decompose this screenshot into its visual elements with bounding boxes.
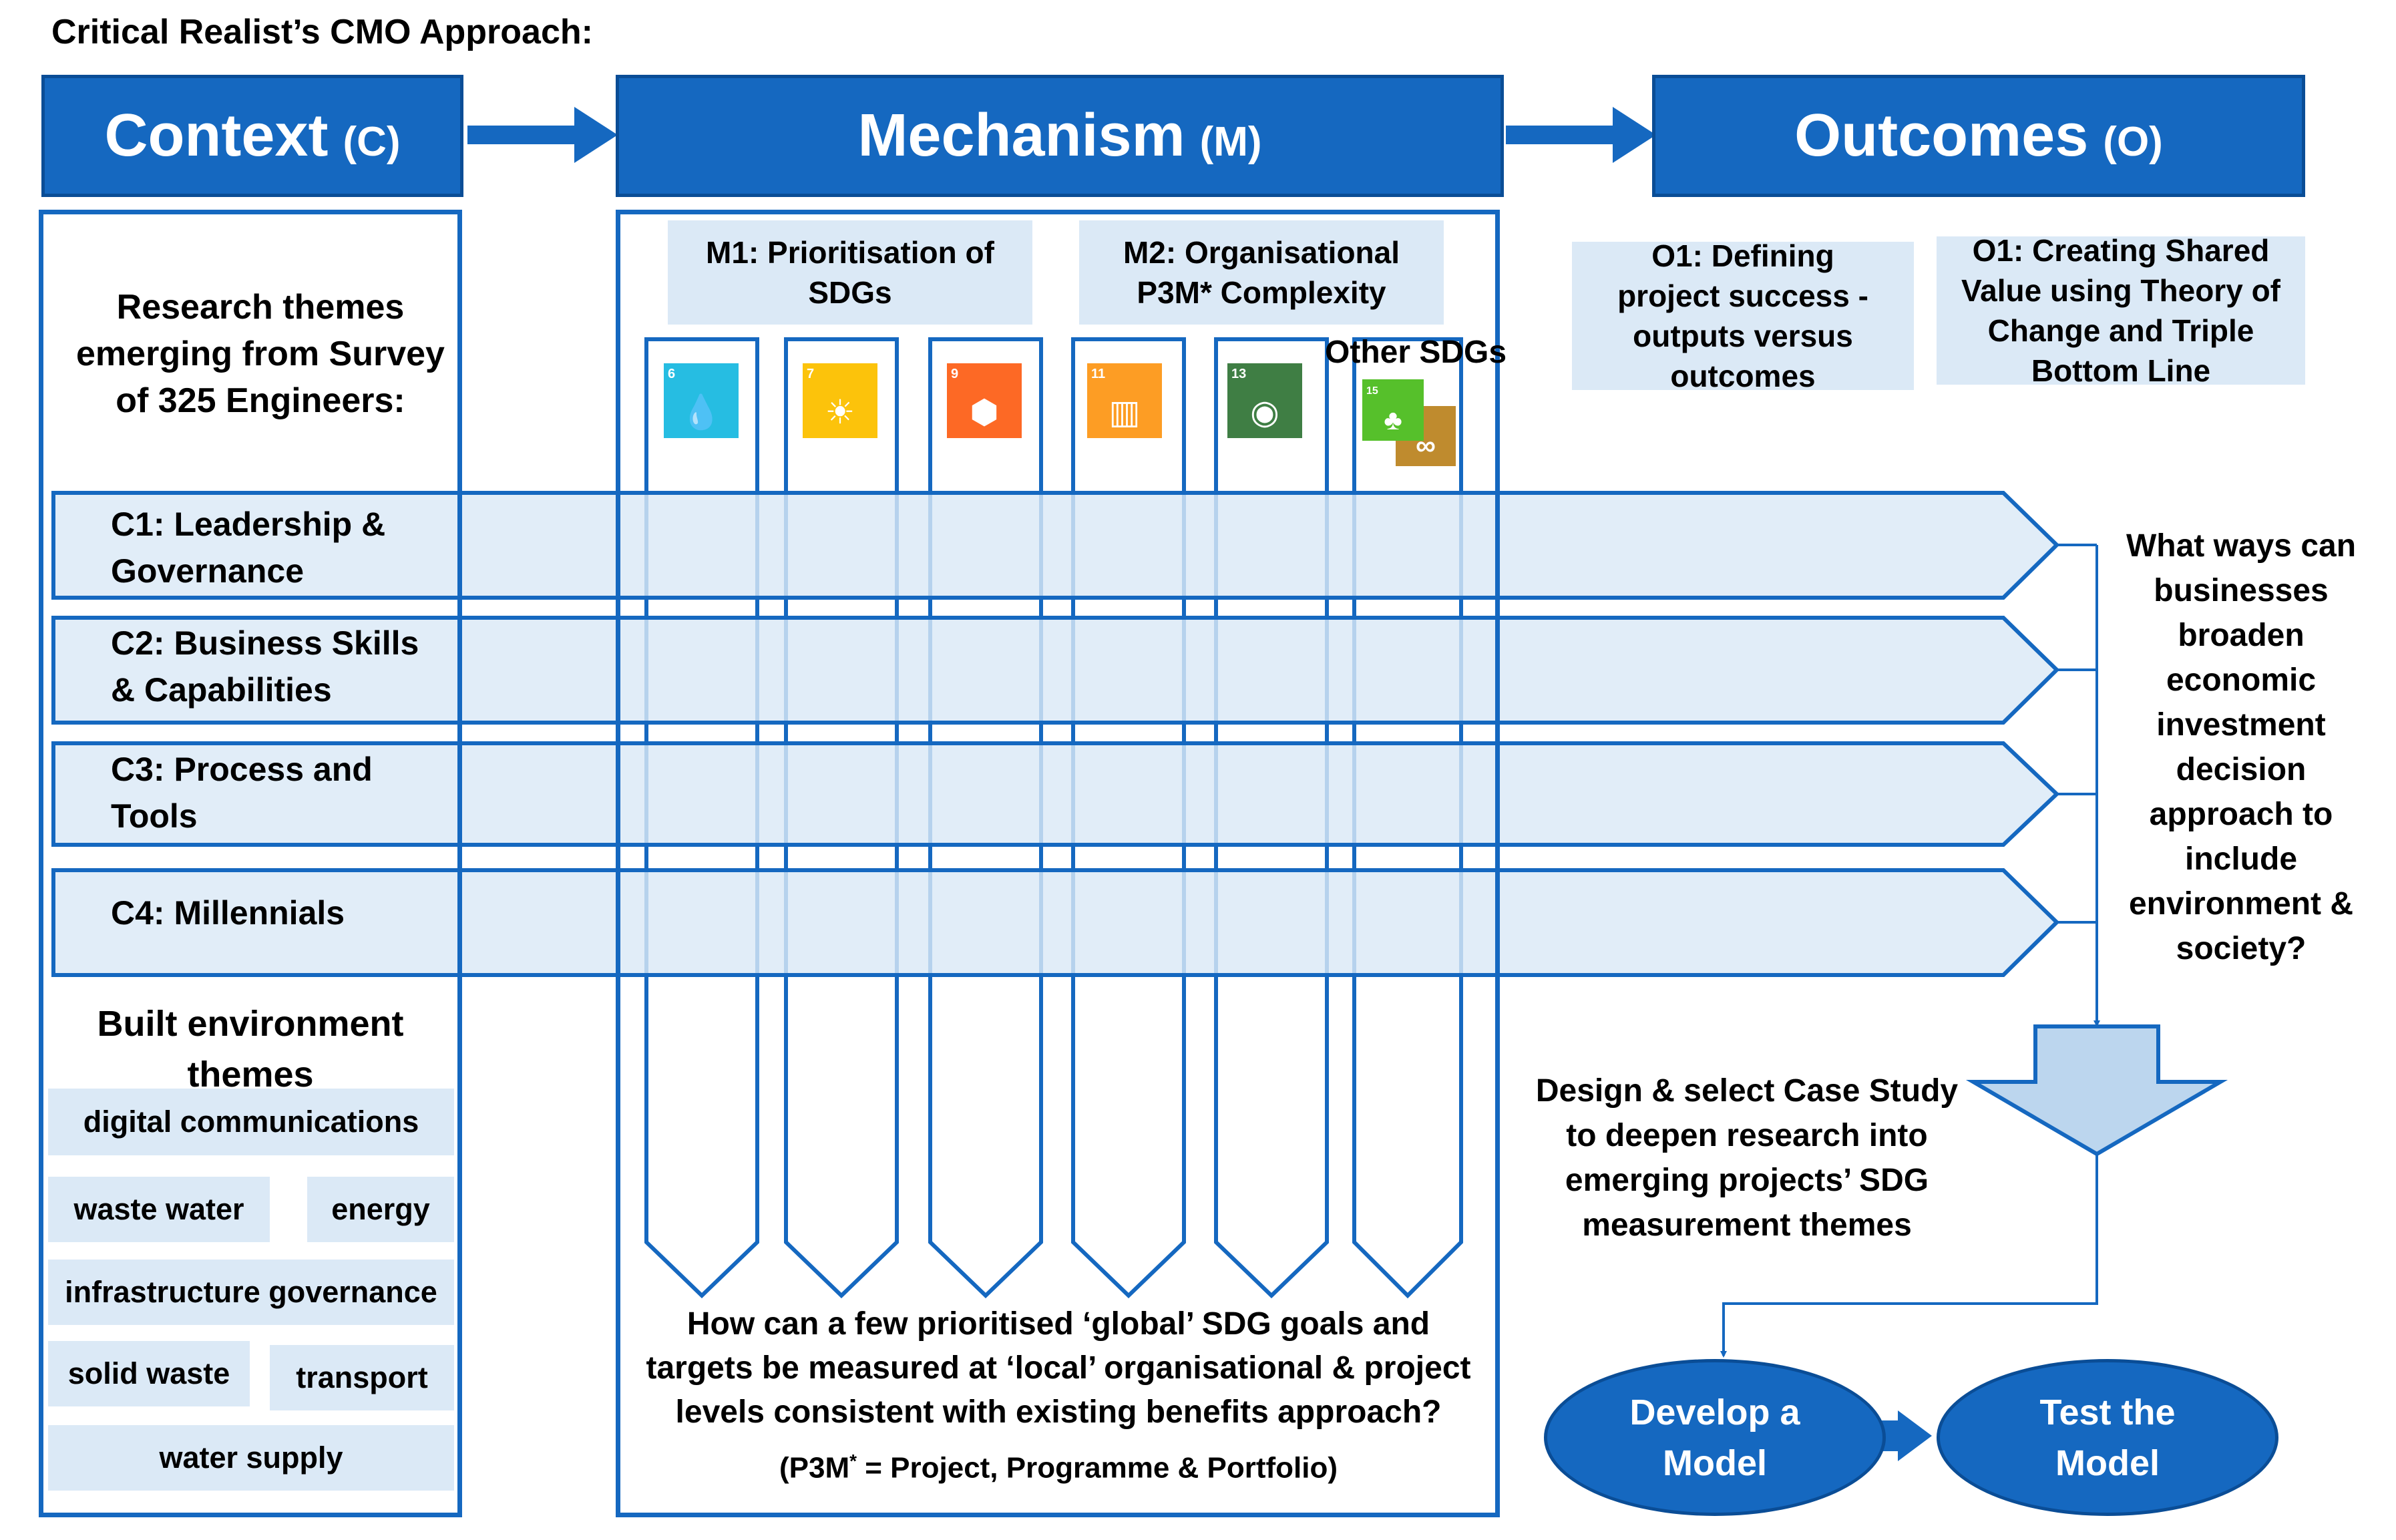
- sdg-9-icon: 9 ⬢: [947, 363, 1022, 438]
- outcomes-question: What ways can businesses broaden economi…: [2126, 528, 2357, 966]
- sdg-pointer-6: [1352, 337, 1463, 1299]
- mechanism-header: Mechanism (M): [616, 75, 1504, 197]
- c4-label: C4: Millennials: [111, 890, 345, 936]
- o1-creating-shared-value-box: O1: Creating Shared Value using Theory o…: [1937, 233, 2305, 388]
- tree-icon: ♣: [1384, 404, 1402, 435]
- diagram-title: Critical Realist’s CMO Approach:: [51, 13, 593, 51]
- context-frame: [39, 210, 462, 1517]
- context-header: Context (C): [41, 75, 463, 197]
- other-sdgs-label: Other SDGs: [1325, 335, 1507, 370]
- mechanism-header-abbr: (M): [1199, 119, 1262, 165]
- outcomes-header-abbr: (O): [2103, 119, 2163, 165]
- built-environment-heading: Built environment themes: [97, 1004, 404, 1095]
- develop-model-button[interactable]: Develop a Model: [1544, 1359, 1886, 1516]
- theme-energy: energy: [307, 1177, 454, 1242]
- o1-defining-project-success-box: O1: Defining project success - outputs v…: [1572, 238, 1914, 393]
- theme-infrastructure-governance: infrastructure governance: [48, 1260, 454, 1325]
- c3-row-arrow: [51, 741, 2060, 847]
- theme-waste-water: waste water: [48, 1177, 270, 1242]
- context-header-abbr: (C): [343, 119, 401, 165]
- mechanism-frame: [616, 210, 1500, 1517]
- context-header-label: Context: [104, 102, 329, 169]
- sdg-11-icon: 11 ▥: [1087, 363, 1162, 438]
- cubes-icon: ⬢: [970, 393, 999, 431]
- sdg-pointer-4: [1071, 337, 1186, 1299]
- c2-row-arrow: [51, 616, 2060, 725]
- sdg-pointer-3: [928, 337, 1043, 1299]
- m1-box: M1: Prioritisation of SDGs: [668, 220, 1032, 325]
- mechanism-header-label: Mechanism: [857, 102, 1185, 169]
- c1-label: C1: Leadership & Governance: [111, 501, 385, 594]
- theme-transport: transport: [270, 1345, 454, 1410]
- c2-label-line2: & Capabilities: [111, 671, 332, 709]
- sdg-7-number: 7: [807, 367, 815, 381]
- sdg-pointer-2: [784, 337, 899, 1299]
- sdg-15-icon: 15 ♣: [1362, 379, 1424, 441]
- mechanism-to-outcomes-arrow: [1506, 107, 1656, 163]
- context-to-mechanism-arrow: [467, 107, 618, 163]
- c3-label-line2: Tools: [111, 797, 198, 835]
- c4-label-line1: C4: Millennials: [111, 894, 345, 932]
- m2-box: M2: Organisational P3M* Complexity: [1079, 220, 1444, 325]
- c1-label-line2: Governance: [111, 552, 305, 590]
- mechanism-question: How can a few prioritised ‘global’ SDG g…: [646, 1306, 1471, 1430]
- test-model-button[interactable]: Test the Model: [1937, 1359, 2278, 1516]
- outcomes-header-label: Outcomes: [1794, 102, 2089, 169]
- sun-icon: ☀: [825, 393, 855, 431]
- research-themes-heading: Research themes emerging from Survey of …: [76, 288, 445, 420]
- sdg-pointer-5: [1214, 337, 1329, 1299]
- case-study-text: Design & select Case Study to deepen res…: [1535, 1073, 1959, 1243]
- p3m-footnote: (P3M* = Project, Programme & Portfolio): [779, 1451, 1338, 1485]
- c3-label: C3: Process and Tools: [111, 746, 373, 839]
- c4-row-arrow: [51, 868, 2060, 977]
- sdg-11-number: 11: [1091, 367, 1106, 381]
- c3-label-line1: C3: Process and: [111, 751, 373, 788]
- sdg-7-icon: 7 ☀: [803, 363, 877, 438]
- sdg-9-number: 9: [951, 367, 959, 381]
- c1-row-arrow: [51, 491, 2060, 600]
- develop-to-test-arrow: [1880, 1410, 1932, 1461]
- outcomes-header: Outcomes (O): [1652, 75, 2305, 197]
- sdg-6-icon: 6 💧: [664, 363, 739, 438]
- eye-globe-icon: ◉: [1250, 393, 1279, 431]
- theme-water-supply: water supply: [48, 1425, 454, 1491]
- c2-label: C2: Business Skills & Capabilities: [111, 620, 419, 713]
- sdg-13-number: 13: [1231, 367, 1247, 381]
- water-drop-icon: 💧: [680, 393, 723, 431]
- sdg-6-number: 6: [668, 367, 676, 381]
- c1-label-line1: C1: Leadership &: [111, 506, 386, 543]
- c2-label-line1: C2: Business Skills: [111, 624, 419, 662]
- sdg-13-icon: 13 ◉: [1227, 363, 1302, 438]
- theme-solid-waste: solid waste: [48, 1341, 250, 1406]
- city-icon: ▥: [1109, 393, 1141, 431]
- down-block-arrow: [1965, 1024, 2228, 1157]
- sdg-pointer-1: [644, 337, 759, 1299]
- sdg-15-number: 15: [1366, 385, 1378, 397]
- theme-digital-communications: digital communications: [48, 1089, 454, 1155]
